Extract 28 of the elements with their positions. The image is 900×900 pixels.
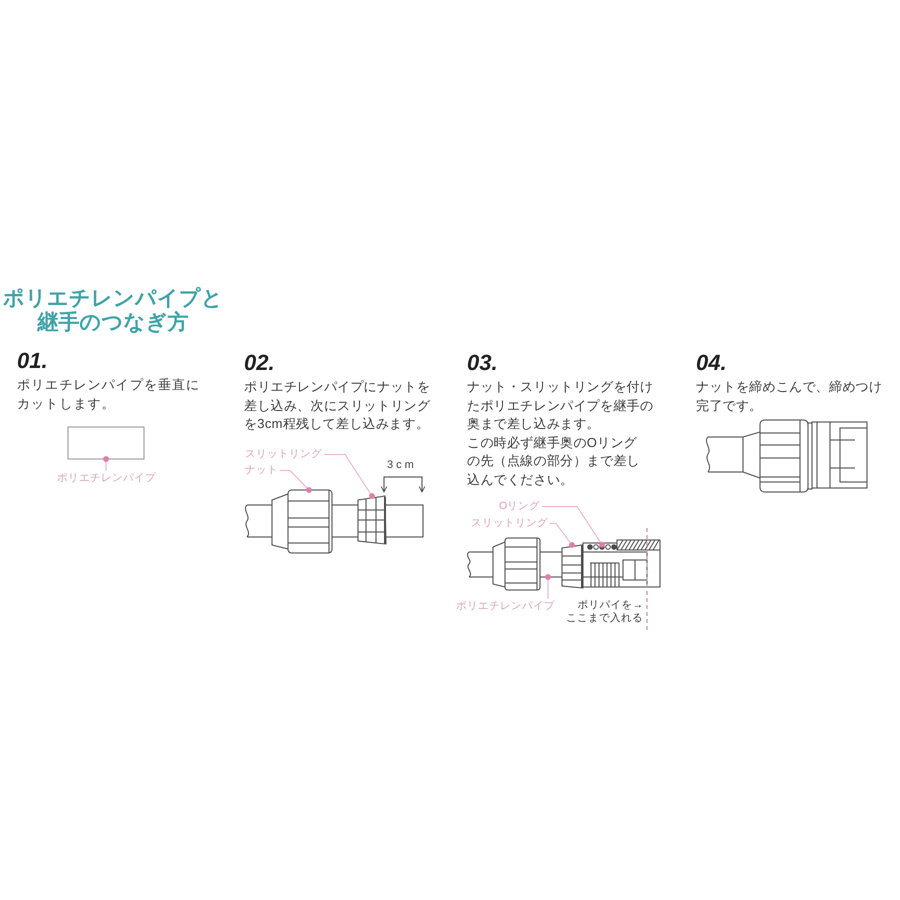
instruction-text: ポリエチレンパイプにナットを差し込み、次にスリットリングを3cm程残して差し込みます。 bbox=[244, 378, 432, 433]
instruction-text: ポリエチレンパイプを垂直にカットします。 bbox=[17, 376, 202, 412]
note-text: ポリパイを→ここまで入れる bbox=[566, 599, 643, 625]
leader-line bbox=[545, 574, 551, 600]
instruction-text: ナットを締めこんで、締めつけ完了です。 bbox=[696, 378, 884, 414]
leader-line bbox=[280, 470, 312, 493]
part-label: スリットリング bbox=[471, 517, 548, 530]
part-label: Oリング bbox=[499, 500, 540, 513]
slit-ring-part bbox=[358, 495, 387, 545]
dimension-label: 3cm bbox=[387, 459, 417, 472]
step-number: 04. bbox=[696, 351, 727, 375]
nut-part bbox=[272, 490, 332, 554]
part-label: ナット bbox=[245, 464, 278, 477]
leader-line bbox=[103, 456, 109, 472]
heading: ポリエチレンパイプと継手のつなぎ方 bbox=[2, 287, 224, 335]
pipe-outline bbox=[68, 426, 144, 460]
part-label: スリットリング bbox=[245, 448, 322, 461]
step-number: 02. bbox=[244, 351, 275, 375]
part-label: ポリエチレンパイプ bbox=[456, 600, 555, 613]
instruction-text: ナット・スリットリングを付けたポリエチレンパイプを継手の奥まで差し込みます。 bbox=[467, 378, 654, 433]
instruction-text: この時必ず継手奥のOリングの先（点線の部分）まで差し込んでください。 bbox=[467, 434, 641, 488]
pipe-part bbox=[466, 552, 562, 578]
part-label: ポリエチレンパイプ bbox=[57, 472, 156, 485]
leader-line bbox=[324, 454, 375, 499]
step-number: 01. bbox=[17, 349, 48, 373]
leader-line bbox=[550, 523, 575, 548]
leader-line bbox=[542, 506, 605, 548]
step-number: 03. bbox=[467, 351, 498, 375]
